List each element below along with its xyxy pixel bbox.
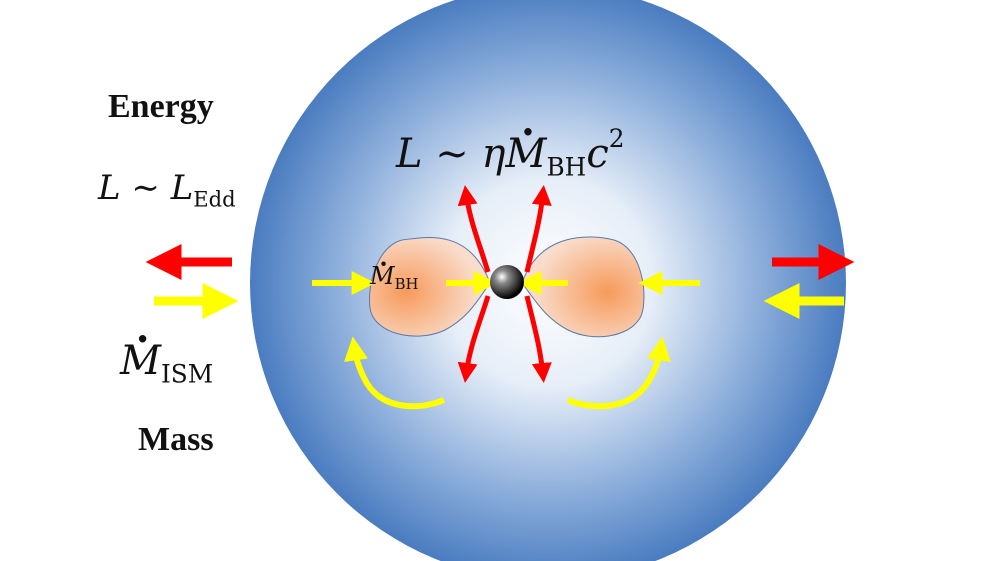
lum-exp: 2 [608, 124, 625, 153]
bh-sub: BH [394, 275, 419, 294]
ism-sub: ISM [160, 359, 214, 389]
lum-rel: ∼ [435, 130, 469, 177]
lum-c: c [586, 130, 609, 177]
eddington-lhs: L [98, 168, 121, 208]
outflow-arrow-lower-left [457, 295, 491, 383]
agn-luminosity-label: L ∼ ηMBHc2 [396, 124, 625, 182]
eddington-rel: ∼ [131, 168, 160, 208]
bh-accretion-label: MBH [370, 262, 418, 293]
bh-mass-symbol: M [370, 262, 395, 290]
eddington-luminosity-label: L ∼ LEdd [98, 168, 236, 211]
ism-accretion-label: MISM [120, 338, 213, 389]
inflow-curved-arrow-right [566, 336, 671, 410]
eddington-sub: Edd [193, 186, 236, 212]
lum-sub: BH [546, 152, 587, 182]
accretion-lobe-right [521, 236, 645, 338]
black-hole-sphere-icon [490, 265, 524, 299]
inflow-curved-arrow-left [344, 336, 446, 410]
mass-label: Mass [138, 421, 214, 458]
accretion-lobe-left [369, 237, 491, 337]
lum-eta: η [481, 130, 506, 177]
eddington-rhs: L [170, 168, 194, 208]
energy-label: Energy [108, 88, 214, 125]
lum-mass-symbol: M [505, 131, 546, 177]
outflow-arrow-lower-right [524, 295, 552, 383]
outflow-arrow-upper-left [457, 185, 491, 273]
lum-lhs: L [396, 130, 423, 177]
ism-mass-symbol: M [120, 338, 161, 384]
outflow-arrow-upper-right [524, 185, 552, 273]
